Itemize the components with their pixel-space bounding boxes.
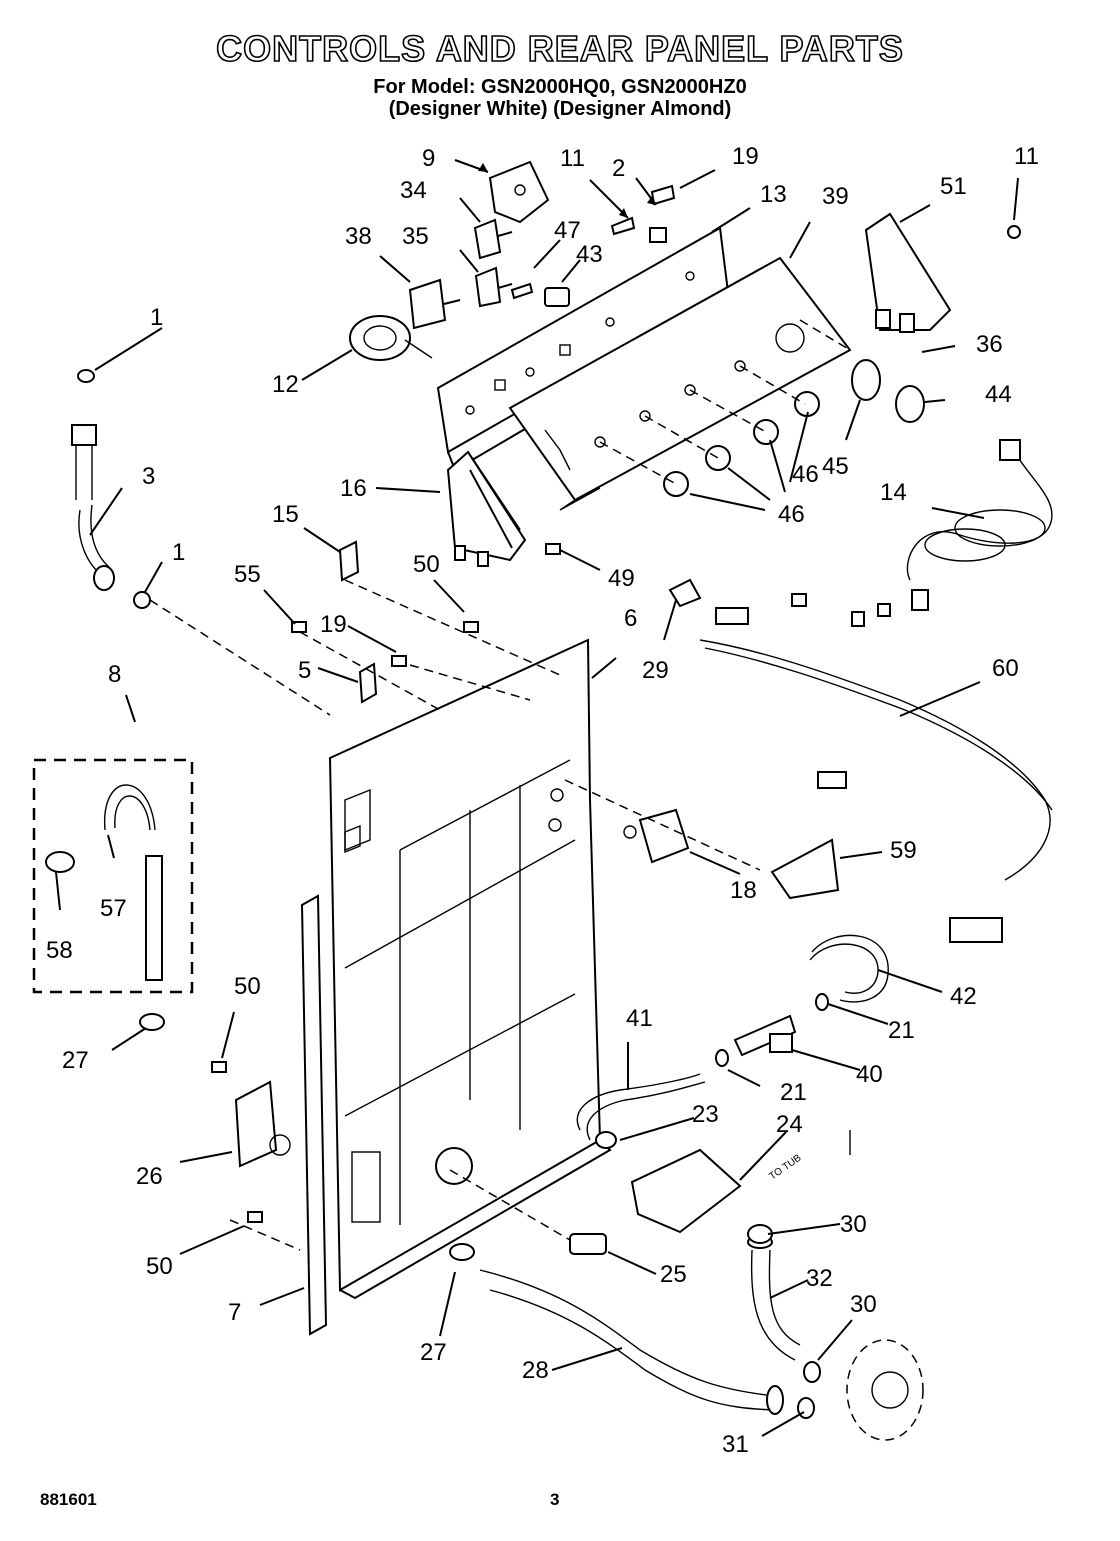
water-inlet-valve: [623, 808, 690, 864]
assembly-lines: [149, 319, 851, 1251]
callout-38: 38: [345, 223, 372, 250]
callout-26: 26: [136, 1163, 163, 1190]
callout-40: 40: [856, 1061, 883, 1088]
callout-30b: 30: [850, 1291, 877, 1318]
drain-hose: [479, 1269, 776, 1411]
callout-8: 8: [108, 661, 121, 688]
callout-44: 44: [985, 381, 1012, 408]
callout-28: 28: [522, 1357, 549, 1384]
callout-41: 41: [626, 1005, 653, 1032]
callout-11b: 11: [1014, 143, 1039, 170]
wiring-harness: [699, 593, 1053, 943]
pressure-switch: [349, 315, 433, 361]
callout-24: 24: [776, 1111, 803, 1138]
callout-46a: 46: [792, 461, 819, 488]
end-bracket: [864, 212, 1021, 333]
callout-50b: 50: [234, 973, 261, 1000]
callout-11: 11: [560, 145, 585, 172]
callout-19b: 19: [320, 611, 347, 638]
callout-5: 5: [298, 657, 311, 684]
hose-kit: [32, 758, 194, 994]
model-line: For Model: GSN2000HQ0, GSN2000HZ0: [373, 76, 747, 98]
callout-7: 7: [228, 1299, 241, 1326]
knobs: [594, 323, 925, 497]
small-hardware-top: [510, 184, 676, 307]
callout-12: 12: [272, 371, 299, 398]
filter: [569, 1233, 607, 1255]
to-tub-label: TO TUB: [767, 1152, 803, 1182]
callout-55: 55: [234, 561, 261, 588]
callout-50c: 50: [146, 1253, 173, 1280]
callout-2: 2: [612, 155, 625, 182]
callout-9: 9: [422, 145, 435, 172]
leader-lines: [55, 159, 1019, 1437]
callout-31: 31: [722, 1431, 749, 1458]
callout-58: 58: [46, 937, 73, 964]
color-line: (Designer White) (Designer Almond): [388, 98, 732, 120]
callout-29: 29: [642, 657, 669, 684]
callout-34: 34: [400, 177, 427, 204]
inlet-assembly: [234, 1080, 291, 1168]
callout-51: 51: [940, 173, 967, 200]
callout-39: 39: [822, 183, 849, 210]
callout-27b: 27: [420, 1339, 447, 1366]
callout-15: 15: [272, 501, 299, 528]
side-rail: [300, 894, 328, 1336]
callout-6: 6: [624, 605, 637, 632]
callout-14: 14: [880, 479, 907, 506]
callout-35: 35: [402, 223, 429, 250]
callout-18: 18: [730, 877, 757, 904]
console-end-cap: [446, 450, 527, 567]
callout-25: 25: [660, 1261, 687, 1288]
hose-bracket: [630, 1148, 742, 1234]
callout-1: 1: [150, 304, 163, 331]
pump: [766, 1339, 924, 1441]
page-title: CONTROLS AND REAR PANEL PARTS: [215, 27, 904, 70]
callout-47: 47: [554, 217, 581, 244]
callout-13: 13: [760, 181, 787, 208]
callout-19: 19: [732, 143, 759, 170]
clips: [211, 540, 561, 1223]
callout-1b: 1: [172, 539, 185, 566]
callout-49: 49: [608, 565, 635, 592]
callout-32: 32: [806, 1265, 833, 1292]
callout-30: 30: [840, 1211, 867, 1238]
valve-shield: [770, 838, 840, 900]
callout-43: 43: [576, 241, 603, 268]
callout-57: 57: [100, 895, 127, 922]
callout-3: 3: [142, 463, 155, 490]
rear-panel: [328, 638, 612, 1300]
callout-numbers: 9 11 2 19 13 39 51 11 34 47 43 38 35 1 1…: [46, 143, 1039, 1458]
power-cord: [906, 439, 1053, 611]
callout-21b: 21: [780, 1079, 807, 1106]
fill-hoses: [576, 934, 889, 1141]
callout-36: 36: [976, 331, 1003, 358]
document-number: 881601: [40, 1490, 97, 1509]
callout-16: 16: [340, 475, 367, 502]
callout-42: 42: [950, 983, 977, 1010]
callout-23: 23: [692, 1101, 719, 1128]
callout-60: 60: [992, 655, 1019, 682]
callout-27: 27: [62, 1047, 89, 1074]
switches: [408, 218, 513, 330]
clamps: [139, 1013, 773, 1261]
callout-59: 59: [890, 837, 917, 864]
inlet-hose: [71, 369, 151, 609]
callout-45: 45: [822, 453, 849, 480]
callout-50: 50: [413, 551, 440, 578]
tub-hose: [747, 1235, 801, 1361]
timer: [488, 160, 550, 224]
callout-21: 21: [888, 1017, 915, 1044]
callout-46b: 46: [778, 501, 805, 528]
page-number: 3: [550, 1490, 560, 1509]
